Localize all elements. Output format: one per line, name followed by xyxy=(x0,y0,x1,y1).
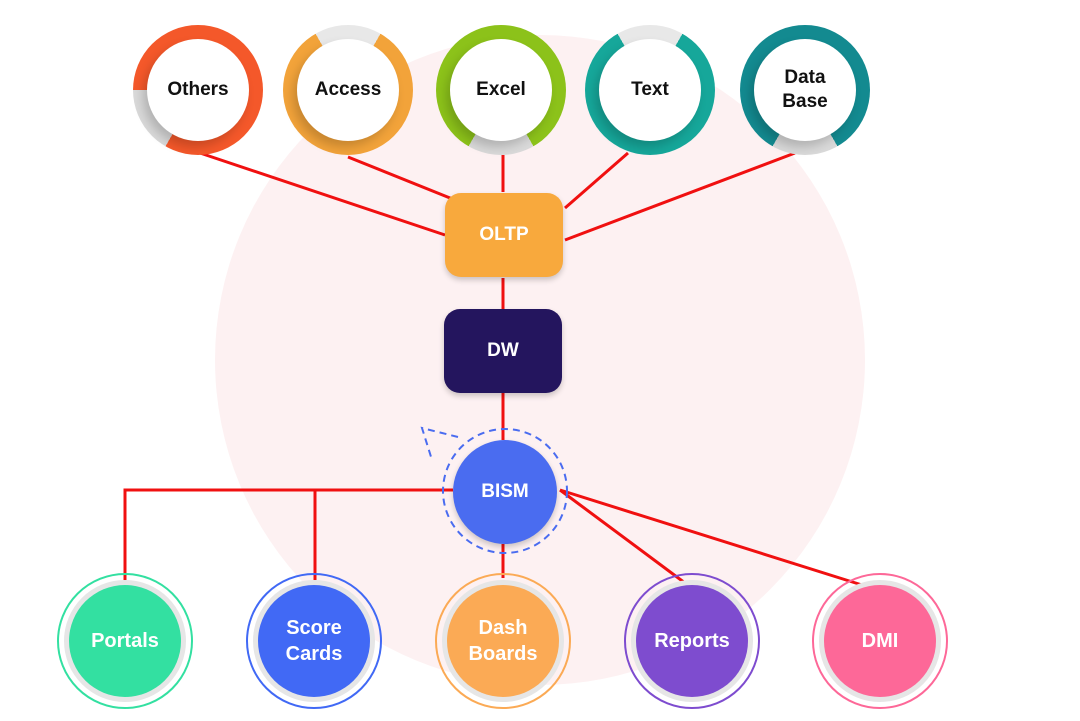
bism-label: BISM xyxy=(481,481,529,502)
connector-others-oltp xyxy=(199,151,446,237)
connector-bism-dmi xyxy=(559,488,863,587)
oltp-label: OLTP xyxy=(479,224,529,245)
bism-node[interactable]: BISM xyxy=(453,440,557,544)
source-node-others[interactable]: Others xyxy=(133,25,263,155)
output-label: Dash Boards xyxy=(468,617,538,665)
output-label: Reports xyxy=(654,630,730,652)
output-node-dmi[interactable]: DMI xyxy=(812,573,948,709)
dw-node[interactable]: DW xyxy=(444,309,562,393)
output-node-scorecards[interactable]: Score Cards xyxy=(246,573,382,709)
source-label: Others xyxy=(167,79,229,101)
oltp-node[interactable]: OLTP xyxy=(445,193,563,277)
output-label: DMI xyxy=(861,630,899,652)
connector-bism-reports xyxy=(559,488,686,585)
output-node-portals[interactable]: Portals xyxy=(57,573,193,709)
connector-bism-portals xyxy=(123,488,453,580)
source-label: Data Base xyxy=(782,67,828,112)
source-label: Access xyxy=(314,79,382,101)
connector-access-oltp xyxy=(347,155,456,202)
source-label: Excel xyxy=(476,79,526,101)
output-node-reports[interactable]: Reports xyxy=(624,573,760,709)
dw-label: DW xyxy=(487,340,519,361)
output-label: Score Cards xyxy=(285,617,343,665)
connector-database-oltp xyxy=(564,151,796,242)
source-label: Text xyxy=(631,79,669,101)
output-node-dashboards[interactable]: Dash Boards xyxy=(435,573,571,709)
source-node-text[interactable]: Text xyxy=(585,25,715,155)
source-node-excel[interactable]: Excel xyxy=(436,25,566,155)
connector-text-oltp xyxy=(564,151,629,210)
output-label: Portals xyxy=(91,630,159,652)
source-node-database[interactable]: Data Base xyxy=(740,25,870,155)
source-node-access[interactable]: Access xyxy=(283,25,413,155)
bism-dashed-ring xyxy=(420,426,568,554)
